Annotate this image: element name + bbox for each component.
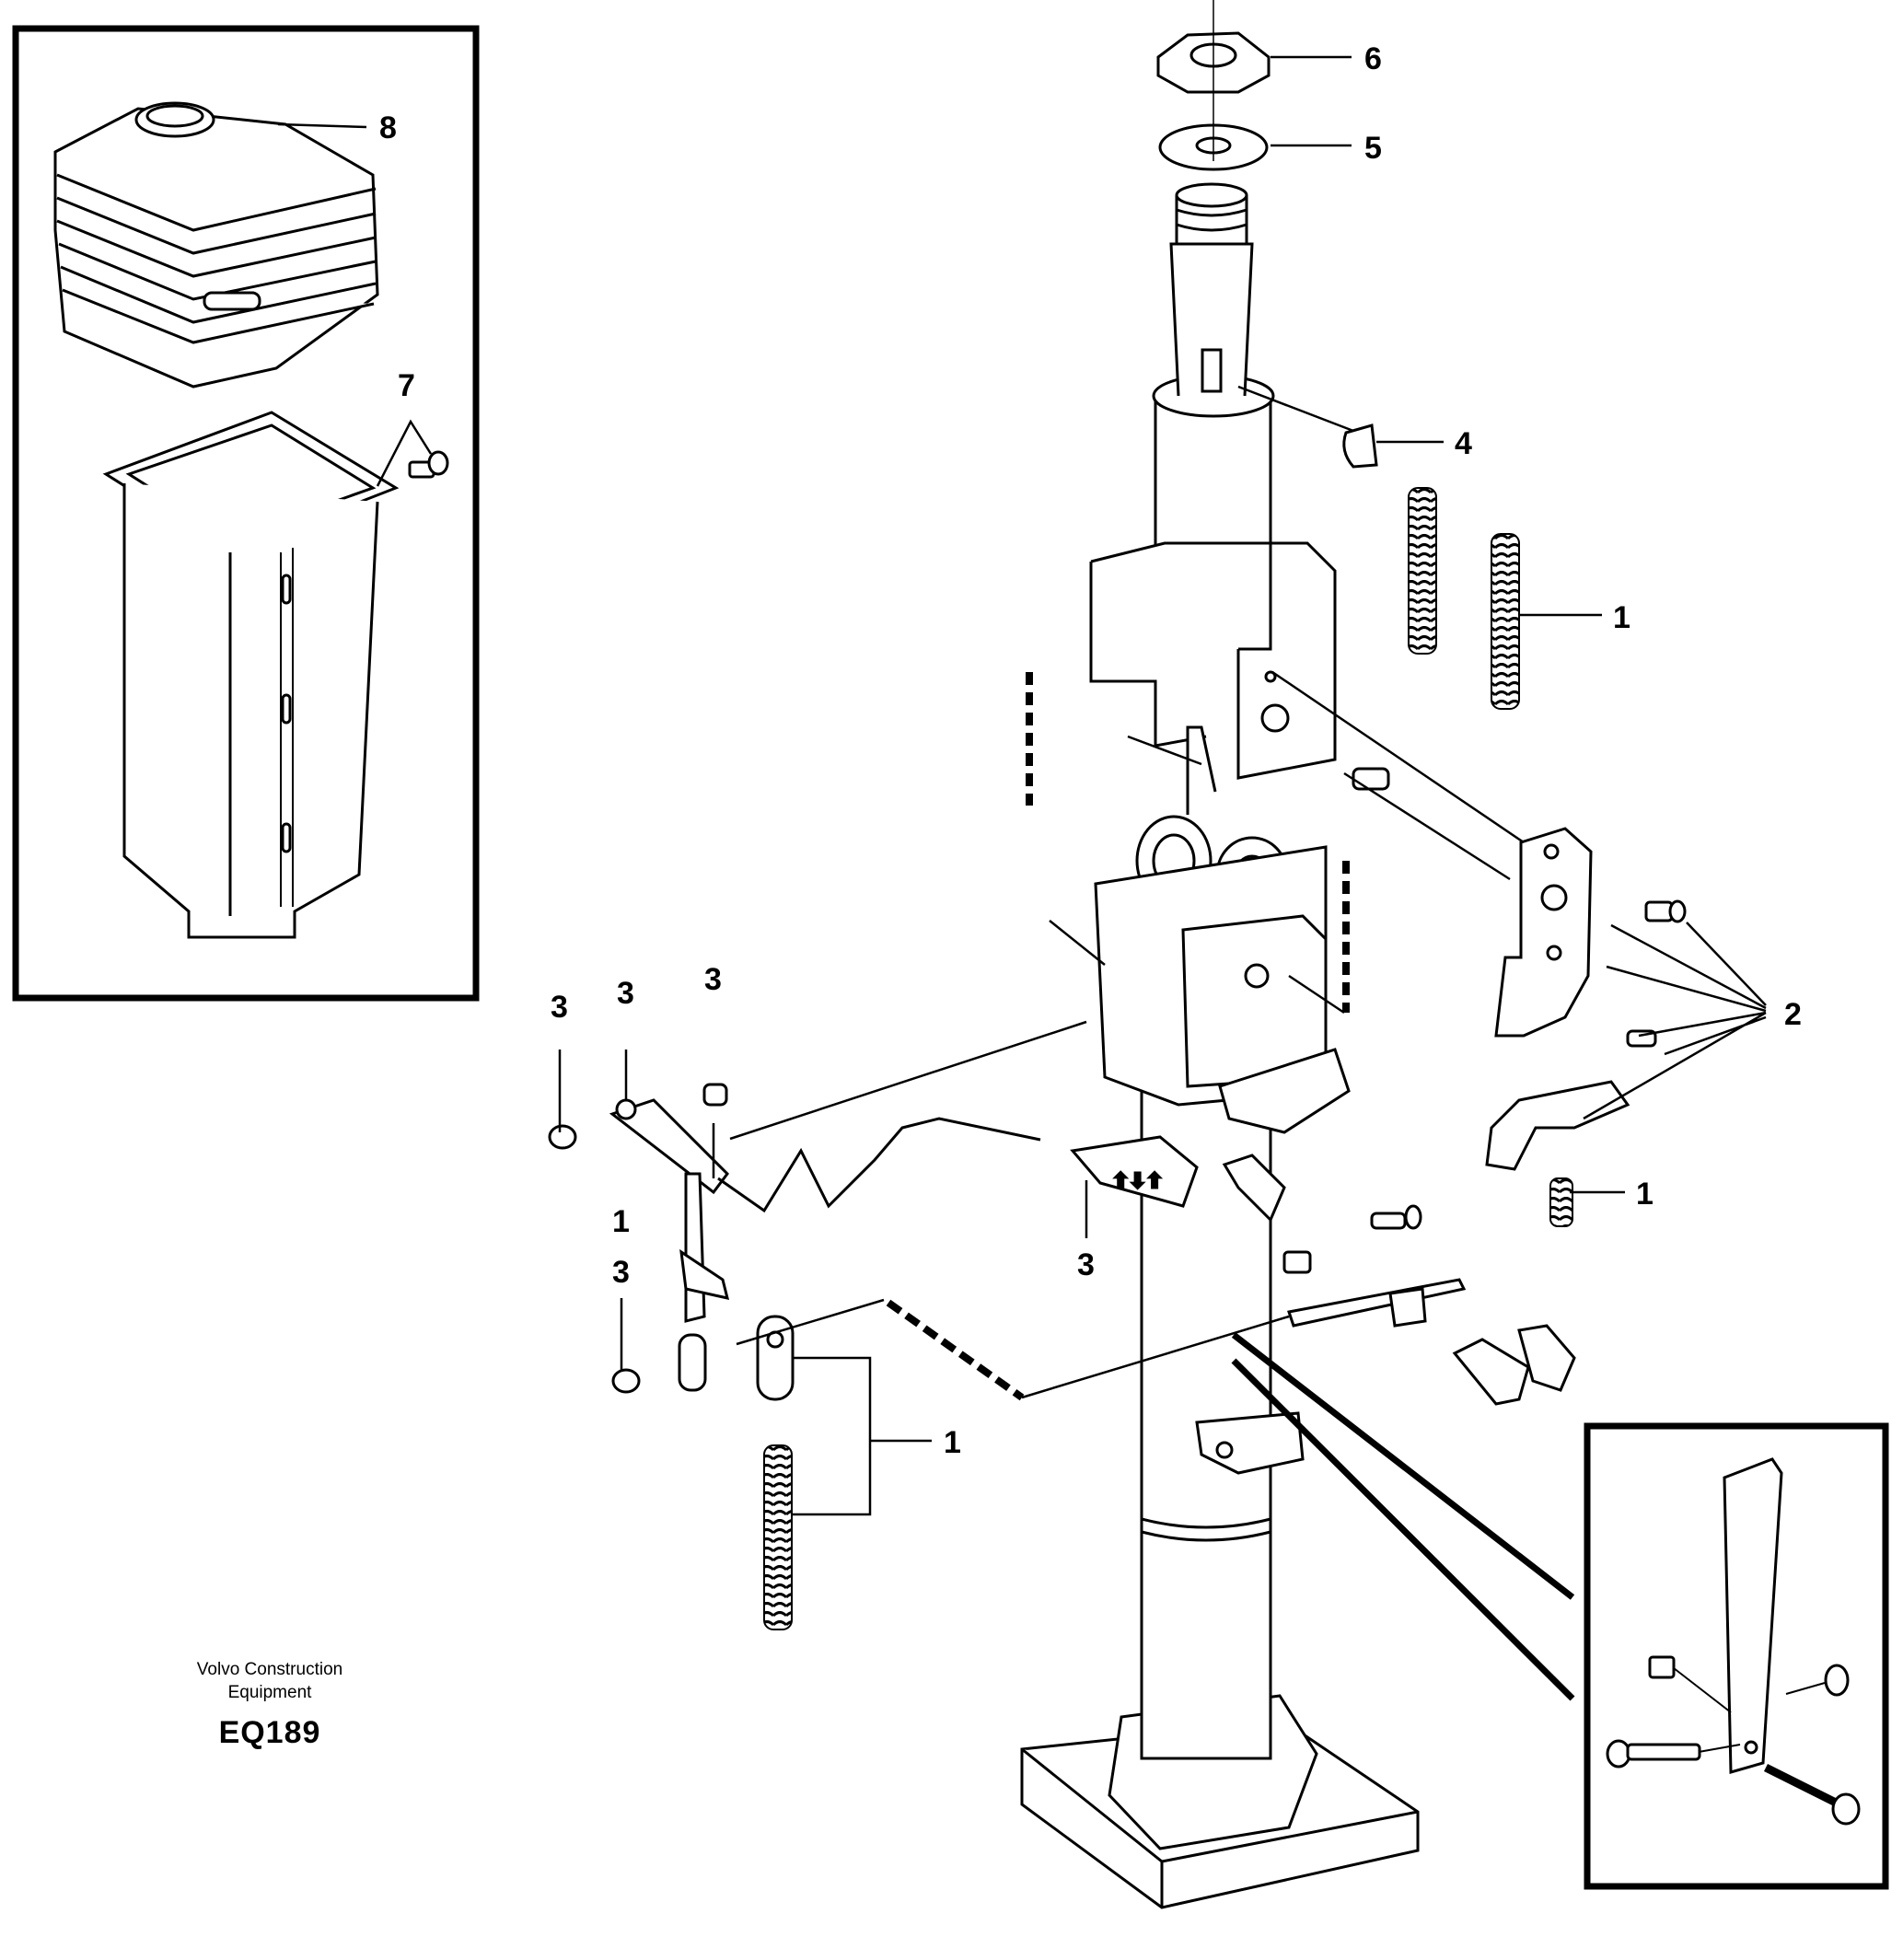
callout-3-b: 3: [617, 976, 634, 1011]
leader-lines: [558, 55, 1767, 1516]
housing-icon: [102, 411, 400, 939]
inset-box-detail: [1231, 1332, 1889, 1890]
callout-6: 6: [1364, 41, 1382, 76]
credit-line-1: Volvo Construction: [197, 1660, 342, 1679]
inset-box-boot: 8 7: [12, 25, 480, 1002]
callout-1-lower: 1: [944, 1425, 961, 1460]
key-icon: [1342, 423, 1378, 469]
credit-line-2: Equipment: [228, 1683, 313, 1702]
bellows-boot-icon: [53, 101, 379, 389]
bolt-icon: [408, 450, 449, 479]
spring-icon: [763, 487, 1573, 1630]
callout-1-right: 1: [1636, 1177, 1654, 1212]
linkage: [548, 1083, 1576, 1406]
callout-4: 4: [1455, 426, 1472, 461]
callout-1-left: 1: [612, 1204, 630, 1239]
callout-3-c: 3: [704, 962, 722, 997]
svg-text:⇧⇩⇧: ⇧⇩⇧: [1112, 1169, 1163, 1192]
callout-1-top: 1: [1613, 600, 1630, 635]
callout-3-a: 3: [551, 990, 568, 1025]
callout-5: 5: [1364, 131, 1382, 166]
figure-code: EQ189: [219, 1715, 321, 1750]
callout-3-handle: 3: [1077, 1247, 1095, 1282]
callout-2: 2: [1784, 997, 1802, 1032]
pedal-bracket: [1352, 767, 1687, 1171]
callout-8: 8: [379, 110, 397, 145]
callout-3-d: 3: [612, 1255, 630, 1290]
callout-7: 7: [398, 368, 415, 403]
steering-column: ⇧⇩⇧: [1020, 182, 1420, 1909]
